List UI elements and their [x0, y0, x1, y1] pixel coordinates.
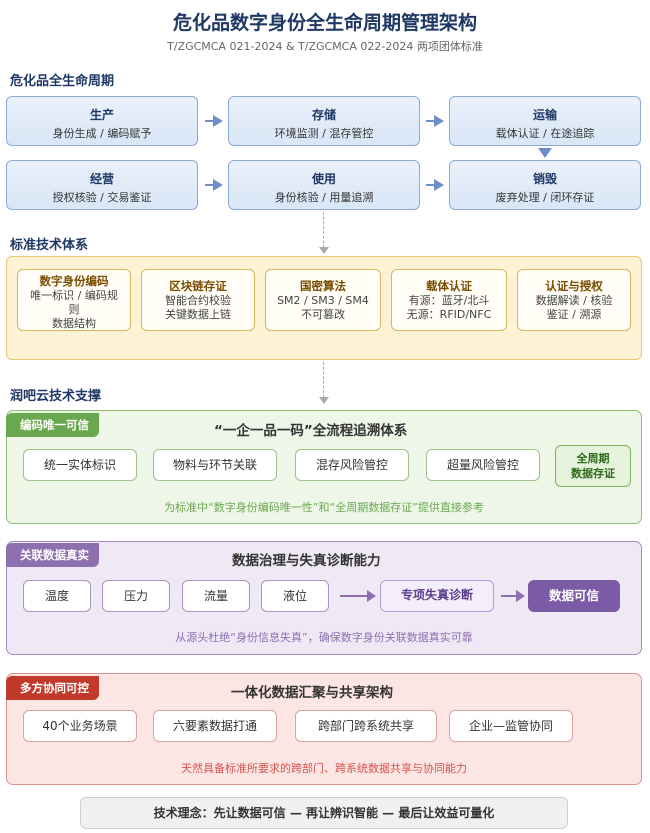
standards-section-label: 标准技术体系 — [10, 238, 89, 253]
red-item: 六要素数据打通 — [153, 710, 277, 742]
card-line: 则 — [68, 303, 80, 316]
stage-desc: 身份核验 / 用量追溯 — [274, 191, 374, 204]
connector-dashed-line — [323, 362, 324, 398]
green-item: 超量风险管控 — [426, 449, 540, 481]
standard-card-carrier: 载体认证 有源：蓝牙/北斗 无源：RFID/NFC — [391, 269, 507, 331]
card-line: 数据结构 — [52, 317, 96, 330]
card-title: 数字身份编码 — [39, 274, 109, 288]
purple-panel-tag: 关联数据真实 — [6, 543, 99, 567]
card-line: 数据解读 / 核验 — [535, 294, 613, 307]
red-panel-title: 一体化数据汇聚与共享架构 — [231, 685, 393, 701]
green-panel-title: “一企一品一码”全流程追溯体系 — [214, 423, 408, 439]
highlight-line: 数据存证 — [571, 467, 615, 480]
stage-title: 经营 — [89, 172, 114, 186]
lifecycle-stage-production: 生产 身份生成 / 编码赋予 — [6, 96, 198, 146]
arrow-right-icon — [426, 179, 444, 191]
arrow-right-icon — [205, 179, 223, 191]
standard-card-identity-coding: 数字身份编码 唯一标识 / 编码规 则 数据结构 — [17, 269, 131, 331]
card-title: 认证与授权 — [545, 279, 603, 293]
purple-panel-title: 数据治理与失真诊断能力 — [232, 553, 381, 569]
lifecycle-section-label: 危化品全生命周期 — [10, 74, 115, 89]
green-panel-footer: 为标准中“数字身份编码唯一性”和“全周期数据存证”提供直接参考 — [164, 501, 484, 514]
lifecycle-stage-transport: 运输 载体认证 / 在途追踪 — [449, 96, 641, 146]
page-title: 危化品数字身份全生命周期管理架构 — [172, 12, 477, 34]
green-panel-tag: 编码唯一可信 — [6, 413, 99, 437]
arrow-right-icon — [340, 590, 376, 602]
stage-title: 生产 — [89, 108, 114, 122]
green-item: 物料与环节关联 — [153, 449, 277, 481]
card-line: SM2 / SM3 / SM4 — [277, 294, 369, 307]
arrow-down-icon — [319, 247, 329, 254]
red-panel-footer: 天然具备标准所要求的跨部门、跨系统数据共享与协同能力 — [181, 762, 467, 775]
green-highlight-box: 全周期 数据存证 — [555, 445, 631, 487]
red-item: 企业—监管协同 — [449, 710, 573, 742]
arrow-right-icon — [205, 115, 223, 127]
card-line: 关键数据上链 — [165, 308, 231, 321]
card-line: 不可篡改 — [301, 308, 345, 321]
lifecycle-stage-disposal: 销毁 废弃处理 / 闭环存证 — [449, 160, 641, 210]
lifecycle-stage-usage: 使用 身份核验 / 用量追溯 — [228, 160, 420, 210]
purple-panel-footer: 从源头杜绝“身份信息失真”，确保数字身份关联数据真实可靠 — [175, 631, 473, 644]
stage-title: 存储 — [311, 108, 336, 122]
card-line: 有源：蓝牙/北斗 — [408, 294, 490, 307]
arrow-down-icon — [319, 397, 329, 404]
card-title: 区块链存证 — [169, 279, 227, 293]
green-item: 统一实体标识 — [23, 449, 137, 481]
philosophy-bar: 技术理念：先让数据可信 — 再让辨识智能 — 最后让效益可量化 — [80, 797, 568, 829]
stage-title: 运输 — [532, 108, 557, 122]
card-title: 国密算法 — [300, 279, 346, 293]
highlight-line: 全周期 — [576, 452, 610, 465]
data-trusted-box: 数据可信 — [528, 580, 620, 612]
standard-card-blockchain: 区块链存证 智能合约校验 关键数据上链 — [141, 269, 255, 331]
stage-desc: 授权核验 / 交易鉴证 — [52, 191, 152, 204]
standard-card-auth: 认证与授权 数据解读 / 核验 鉴证 / 溯源 — [517, 269, 631, 331]
stage-desc: 废弃处理 / 闭环存证 — [495, 191, 595, 204]
stage-desc: 身份生成 / 编码赋予 — [52, 127, 152, 140]
support-section-label: 润吧云技术支撑 — [10, 389, 102, 404]
arrow-right-icon — [501, 590, 525, 602]
stage-title: 使用 — [311, 172, 336, 186]
standard-card-crypto: 国密算法 SM2 / SM3 / SM4 不可篡改 — [265, 269, 381, 331]
green-item: 混存风险管控 — [295, 449, 409, 481]
sensor-item-temperature: 温度 — [23, 580, 91, 612]
sensor-item-level: 液位 — [261, 580, 329, 612]
stage-title: 销毁 — [532, 172, 557, 186]
page-subtitle: T/ZGCMCA 021-2024 & T/ZGCMCA 022-2024 两项… — [167, 40, 483, 53]
card-line: 智能合约校验 — [165, 294, 231, 307]
lifecycle-stage-business: 经营 授权核验 / 交易鉴证 — [6, 160, 198, 210]
stage-desc: 环境监测 / 混存管控 — [274, 127, 374, 140]
lifecycle-stage-storage: 存储 环境监测 / 混存管控 — [228, 96, 420, 146]
sensor-item-pressure: 压力 — [102, 580, 170, 612]
card-title: 载体认证 — [426, 279, 472, 293]
sensor-item-flow: 流量 — [182, 580, 250, 612]
red-item: 40个业务场景 — [23, 710, 137, 742]
arrow-down-icon — [538, 148, 552, 158]
card-line: 无源：RFID/NFC — [406, 308, 492, 321]
card-line: 唯一标识 / 编码规 — [30, 289, 118, 302]
arrow-right-icon — [426, 115, 444, 127]
connector-dashed-line — [323, 212, 324, 248]
red-item: 跨部门跨系统共享 — [295, 710, 437, 742]
card-line: 鉴证 / 溯源 — [546, 308, 602, 321]
diagnosis-box: 专项失真诊断 — [380, 580, 494, 612]
red-panel-tag: 多方协同可控 — [6, 676, 99, 700]
stage-desc: 载体认证 / 在途追踪 — [495, 127, 595, 140]
